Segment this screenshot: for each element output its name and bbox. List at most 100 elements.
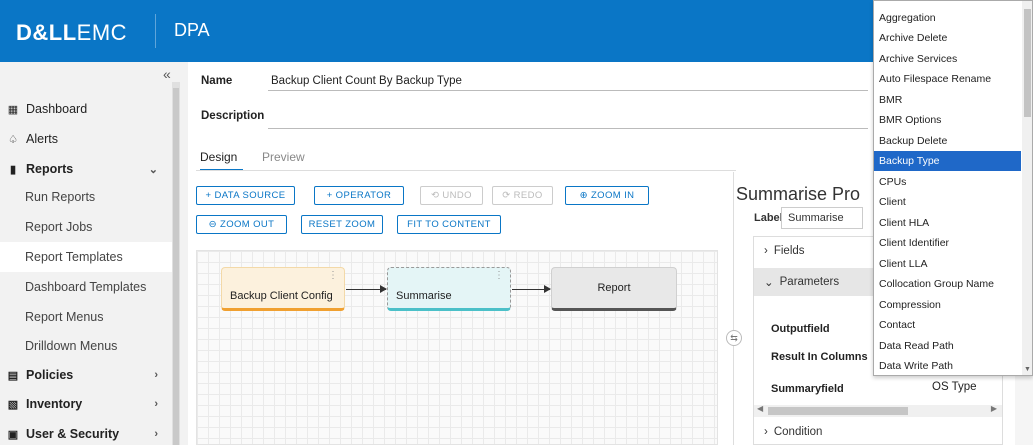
section-parameters[interactable]: ⌄ Parameters [754, 268, 874, 296]
section-label: Parameters [779, 276, 840, 288]
dropdown-option[interactable]: Client Identifier [879, 237, 950, 249]
chevron-right-icon: › [764, 426, 768, 438]
dropdown-option[interactable]: Auto Filespace Rename [879, 73, 992, 85]
inventory-icon: ▧ [7, 398, 19, 411]
dropdown-option[interactable]: BMR Options [879, 114, 942, 126]
section-fields[interactable]: › Fields [754, 237, 874, 265]
dropdown-option[interactable]: Collocation Group Name [879, 278, 994, 290]
reset-zoom-button[interactable]: RESET ZOOM [301, 215, 383, 234]
swap-panels-icon[interactable]: ⇆ [726, 330, 742, 346]
node-label: Summarise [396, 290, 452, 302]
chevron-right-icon: › [154, 428, 158, 440]
node-backup-client-config[interactable]: ⋮ Backup Client Config [221, 267, 345, 311]
label-input[interactable]: Summarise [781, 207, 863, 229]
add-operator-button[interactable]: + OPERATOR [314, 186, 404, 205]
collapse-sidebar-icon[interactable]: « [163, 66, 171, 82]
scroll-right-icon[interactable]: ▶ [990, 404, 997, 413]
sidebar-item-label: Inventory [26, 397, 83, 411]
tab-design[interactable]: Design [200, 150, 244, 171]
properties-title: Summarise Pro [736, 184, 861, 204]
dropdown-option[interactable]: Aggregation [879, 12, 936, 24]
zoom-out-button[interactable]: ⊖ ZOOM OUT [196, 215, 287, 234]
node-summarise[interactable]: ⋮ Summarise [387, 267, 511, 311]
sidebar-subitem-drilldown-menus[interactable]: Drilldown Menus [25, 339, 118, 353]
node-label: Report [597, 282, 631, 294]
scrollbar-thumb[interactable] [1024, 9, 1031, 117]
sidebar-item-inventory[interactable]: ▧ Inventory › [0, 389, 172, 419]
dropdown-option[interactable]: Archive Delete [879, 32, 948, 44]
sidebar-subitem-report-templates[interactable]: Report Templates [0, 242, 172, 272]
add-data-source-button[interactable]: + DATA SOURCE [196, 186, 295, 205]
dell-emc-logo[interactable]: D&LLEMC [16, 20, 128, 45]
dropdown-option[interactable]: Data Read Path [879, 340, 954, 352]
horizontal-scrollbar[interactable]: ◀ ▶ [754, 404, 1002, 417]
scroll-left-icon[interactable]: ◀ [757, 404, 764, 413]
app-header: D&LLEMC DPA [0, 0, 1033, 62]
dropdown-option[interactable]: CPUs [879, 176, 907, 188]
panel-divider [733, 172, 734, 445]
tab-preview[interactable]: Preview [262, 150, 305, 164]
tab-divider [196, 170, 736, 171]
description-field-underline [268, 128, 868, 129]
dropdown-option[interactable]: Client HLA [879, 217, 930, 229]
scrollbar-thumb[interactable] [768, 407, 908, 415]
section-condition[interactable]: › Condition [754, 418, 874, 445]
header-divider [155, 14, 156, 48]
dropdown-option[interactable]: BMR [879, 94, 903, 106]
dropdown-option[interactable]: Archive Services [879, 53, 958, 65]
sidebar: « ▦ Dashboard ♤ Alerts ▮ Reports ⌄ Run R… [0, 62, 188, 445]
design-canvas[interactable]: ⋮ Backup Client Config ⋮ Summarise Repor… [196, 250, 718, 445]
scroll-down-icon[interactable]: ▼ [1024, 366, 1031, 373]
node-label: Backup Client Config [230, 290, 333, 302]
sidebar-scrollbar[interactable] [172, 82, 180, 445]
app-name: DPA [174, 20, 210, 40]
sidebar-item-label: Dashboard [26, 102, 88, 116]
node-menu-icon[interactable]: ⋮ [494, 270, 504, 281]
sidebar-subitem-run-reports[interactable]: Run Reports [25, 190, 96, 204]
dropdown-scrollbar[interactable]: ▼ [1022, 1, 1032, 375]
zoom-in-button[interactable]: ⊕ ZOOM IN [565, 186, 649, 205]
connector-arrow [346, 285, 387, 293]
sidebar-item-reports[interactable]: ▮ Reports ⌄ [0, 154, 172, 184]
bell-icon: ♤ [8, 133, 18, 146]
dropdown-option[interactable]: Client LLA [879, 258, 928, 270]
chevron-down-icon: ⌄ [764, 277, 774, 289]
sidebar-item-user-security[interactable]: ▣ User & Security › [0, 419, 172, 445]
sidebar-subitem-dashboard-templates[interactable]: Dashboard Templates [25, 280, 147, 294]
undo-button[interactable]: ⟲ UNDO [420, 186, 483, 205]
param-key-result-in-columns: Result In Columns [771, 351, 868, 363]
param-value-summaryfield[interactable]: OS Type [932, 381, 977, 393]
sidebar-subitem-report-menus[interactable]: Report Menus [25, 310, 104, 324]
dropdown-option[interactable]: Contact [879, 319, 916, 331]
sidebar-item-label: Policies [26, 368, 74, 382]
name-field-underline [268, 90, 868, 91]
sidebar-item-alerts[interactable]: ♤ Alerts [0, 124, 172, 154]
label-key: Label [754, 212, 783, 224]
node-menu-icon[interactable]: ⋮ [328, 270, 338, 281]
description-label: Description [201, 110, 265, 122]
user-security-icon: ▣ [7, 428, 19, 441]
chevron-right-icon: › [764, 245, 768, 257]
section-label: Fields [773, 245, 805, 257]
bar-chart-icon: ▮ [9, 163, 17, 176]
sidebar-item-label: Reports [26, 162, 74, 176]
report-template-editor: Name Backup Client Count By Backup Type … [188, 62, 1033, 445]
summaryfield-dropdown-list[interactable]: Aggregation Archive Delete Archive Servi… [873, 0, 1033, 376]
dropdown-option[interactable]: Compression [879, 299, 941, 311]
chevron-right-icon: › [154, 369, 158, 381]
sidebar-item-policies[interactable]: ▤ Policies › [0, 360, 172, 390]
sidebar-subitem-report-jobs[interactable]: Report Jobs [25, 220, 93, 234]
sidebar-item-label: Alerts [26, 132, 58, 146]
sidebar-item-dashboard[interactable]: ▦ Dashboard [0, 94, 172, 124]
name-field[interactable]: Backup Client Count By Backup Type [271, 75, 462, 87]
dropdown-option[interactable]: Client [879, 196, 906, 208]
sidebar-item-label: User & Security [26, 427, 120, 441]
dropdown-option[interactable]: Data Write Path [879, 360, 953, 372]
dropdown-option[interactable]: Backup Delete [879, 135, 948, 147]
redo-button[interactable]: ⟳ REDO [492, 186, 553, 205]
section-label: Condition [773, 426, 823, 438]
fit-to-content-button[interactable]: FIT TO CONTENT [397, 215, 501, 234]
node-report[interactable]: Report [551, 267, 677, 311]
param-key-outputfield: Outputfield [771, 323, 830, 335]
dropdown-option-selected[interactable]: Backup Type [874, 151, 1021, 171]
